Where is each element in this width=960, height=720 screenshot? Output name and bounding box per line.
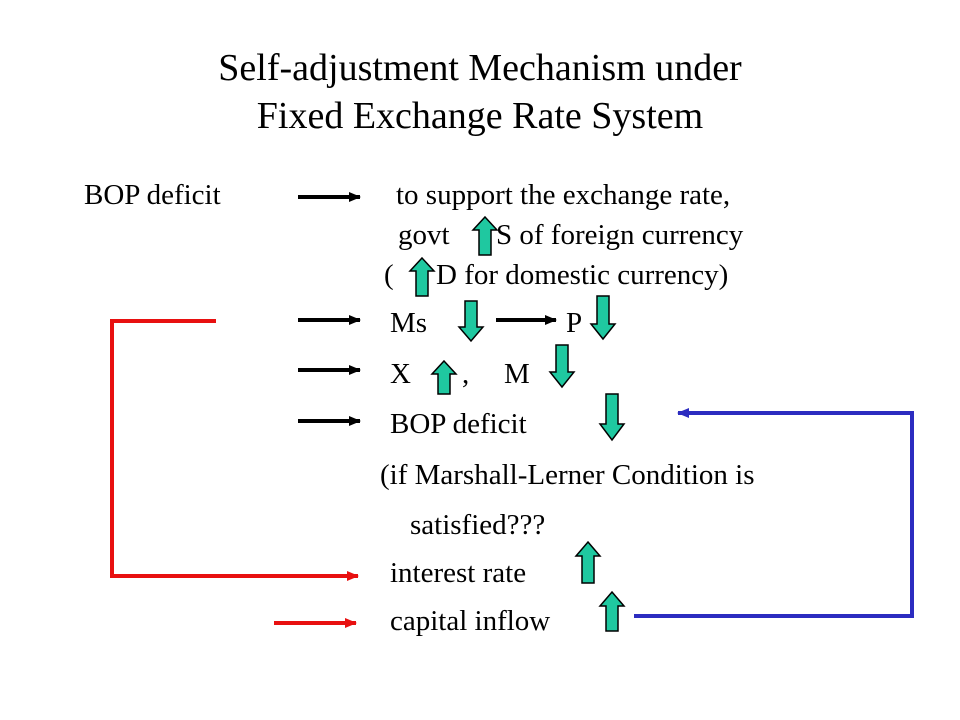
money-supply-label: Ms bbox=[390, 307, 428, 339]
down-arrow-icon bbox=[548, 344, 576, 389]
down-arrow-icon bbox=[589, 295, 617, 341]
bop-deficit-result-label: BOP deficit bbox=[390, 408, 527, 440]
up-arrow-icon bbox=[574, 540, 602, 584]
red-loop-path bbox=[110, 319, 359, 581]
capital-inflow-label: capital inflow bbox=[390, 605, 551, 637]
down-arrow-icon bbox=[598, 393, 626, 442]
red-feedback-loop bbox=[110, 319, 359, 628]
title-line-1: Self-adjustment Mechanism under bbox=[218, 47, 742, 89]
satisfied-text: satisfied??? bbox=[410, 509, 546, 541]
blue-feedback-loop bbox=[634, 408, 914, 618]
down-arrow-icon bbox=[457, 300, 485, 343]
up-arrow-icon bbox=[471, 215, 499, 256]
bop-deficit-label: BOP deficit bbox=[84, 179, 221, 211]
black-connector-arrows bbox=[298, 192, 557, 426]
interest-rate-label: interest rate bbox=[390, 557, 527, 589]
slide-title: Self-adjustment Mechanism under Fixed Ex… bbox=[0, 44, 960, 140]
up-arrow-icon bbox=[408, 256, 436, 297]
exports-label: X bbox=[390, 358, 411, 390]
marshall-lerner-condition-text: (if Marshall-Lerner Condition is bbox=[380, 459, 755, 491]
govt-text: govt bbox=[398, 219, 450, 251]
imports-label: M bbox=[504, 358, 530, 390]
support-exchange-rate-text: to support the exchange rate, bbox=[396, 179, 731, 211]
price-level-label: P bbox=[566, 307, 583, 339]
open-paren-text: ( bbox=[384, 259, 394, 291]
demand-domestic-currency-text: D for domestic currency) bbox=[436, 259, 729, 291]
up-arrow-icon bbox=[598, 590, 626, 632]
comma-text: , bbox=[462, 358, 470, 390]
title-line-2: Fixed Exchange Rate System bbox=[256, 95, 704, 137]
blue-loop-path bbox=[634, 408, 914, 618]
supply-foreign-currency-text: S of foreign currency bbox=[496, 219, 744, 251]
up-arrow-icon bbox=[430, 359, 458, 395]
